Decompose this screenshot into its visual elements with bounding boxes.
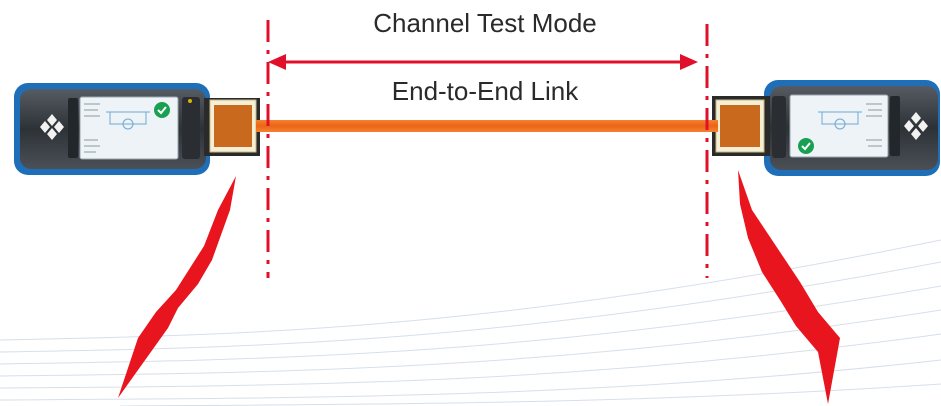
lightning-bolt-icon (738, 170, 840, 404)
left-tester (14, 83, 210, 175)
left-screen-content (84, 103, 150, 153)
diamond-nav-pad-icon (904, 112, 928, 140)
background-lines (0, 239, 941, 406)
boundary-lines (266, 20, 709, 278)
lightning-bolt-icon (118, 176, 236, 398)
link-cable (256, 120, 718, 132)
check-circle-icon (154, 102, 170, 118)
channel-span-arrow (268, 54, 698, 70)
right-tester-screen (789, 94, 889, 158)
diamond-nav-pad-icon (40, 114, 64, 140)
end-to-end-link-label: End-to-End Link (391, 76, 579, 106)
right-tester (764, 80, 940, 176)
right-screen-content (818, 103, 882, 147)
left-connector (204, 98, 260, 156)
check-circle-icon (798, 138, 814, 154)
left-tester-screen (79, 96, 179, 160)
channel-test-mode-label: Channel Test Mode (373, 8, 597, 38)
right-connector (712, 96, 770, 156)
